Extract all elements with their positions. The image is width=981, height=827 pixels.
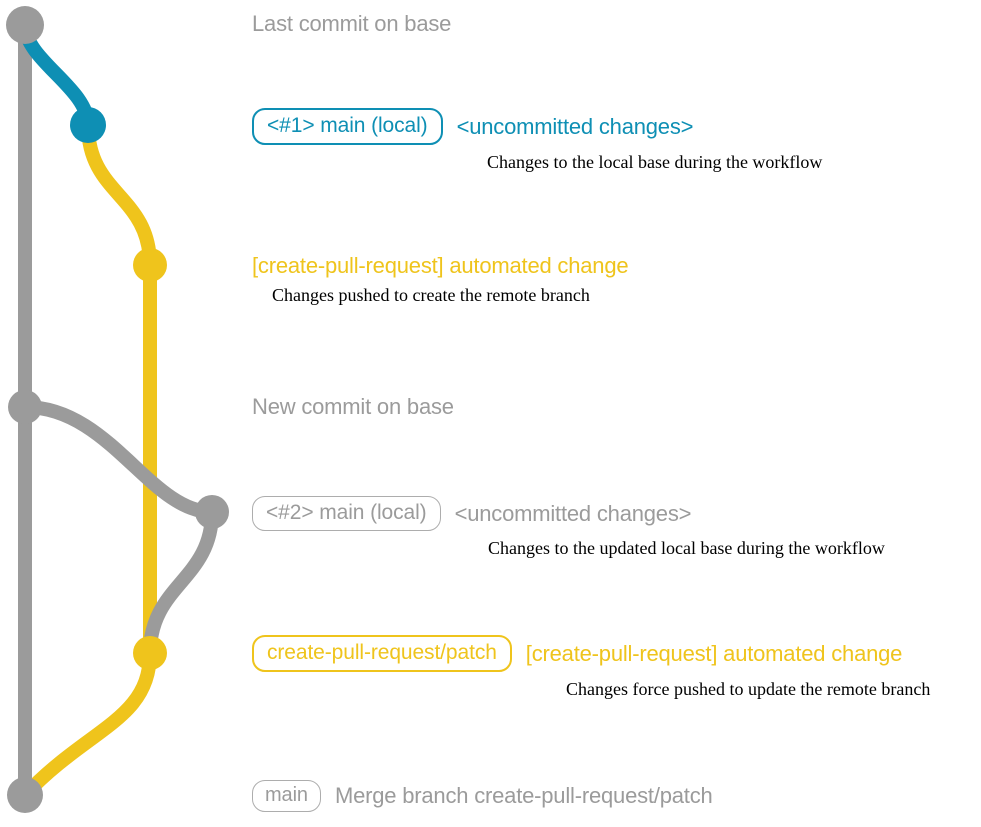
edge-patch2-to-merge — [18, 646, 157, 802]
row-local-1: <#1> main (local) <uncommitted changes> … — [252, 108, 822, 174]
commit-desc-automated-1: Changes pushed to create the remote bran… — [272, 285, 590, 306]
node-automated-change-2[interactable] — [133, 636, 167, 670]
node-automated-change-1[interactable] — [133, 248, 167, 282]
branch-badge-local-2[interactable]: <#2> main (local) — [252, 496, 441, 532]
row-local-2-head: <#2> main (local) <uncommitted changes> — [252, 496, 885, 532]
row-automated-1: [create-pull-request] automated change C… — [252, 253, 629, 307]
node-last-commit-on-base[interactable] — [6, 6, 44, 44]
row-automated-2-head: create-pull-request/patch [create-pull-r… — [252, 635, 930, 673]
node-local-2[interactable] — [195, 495, 229, 529]
commit-title-last-commit: Last commit on base — [252, 11, 452, 36]
row-new-commit-head: New commit on base — [252, 394, 454, 419]
branch-badge-patch[interactable]: create-pull-request/patch — [252, 635, 512, 673]
commit-title-automated-1: [create-pull-request] automated change — [252, 253, 629, 278]
row-last-commit: Last commit on base — [252, 11, 451, 36]
commit-title-local-2: <uncommitted changes> — [454, 500, 692, 526]
edges — [18, 18, 219, 802]
edge-local1-to-patch1 — [81, 118, 157, 272]
row-local-1-head: <#1> main (local) <uncommitted changes> — [252, 108, 822, 146]
commit-nodes — [6, 6, 229, 813]
node-new-commit-on-base[interactable] — [8, 390, 42, 424]
row-new-commit: New commit on base — [252, 394, 454, 419]
row-automated-2: create-pull-request/patch [create-pull-r… — [252, 635, 930, 701]
node-local-1[interactable] — [70, 107, 106, 143]
row-last-commit-head: Last commit on base — [252, 11, 451, 36]
commit-title-new-commit: New commit on base — [252, 394, 454, 419]
row-merge-head: main Merge branch create-pull-request/pa… — [252, 780, 713, 812]
commit-desc-local-2: Changes to the updated local base during… — [488, 538, 885, 559]
row-local-2: <#2> main (local) <uncommitted changes> … — [252, 496, 885, 560]
branch-badge-local-1[interactable]: <#1> main (local) — [252, 108, 443, 146]
commit-title-merge: Merge branch create-pull-request/patch — [334, 783, 713, 809]
commit-title-local-1: <uncommitted changes> — [456, 113, 694, 139]
row-automated-1-head: [create-pull-request] automated change — [252, 253, 629, 278]
branch-badge-main[interactable]: main — [252, 780, 321, 812]
edge-local2-to-patch2 — [143, 505, 219, 660]
node-merge-commit[interactable] — [7, 777, 43, 813]
row-merge: main Merge branch create-pull-request/pa… — [252, 780, 713, 812]
commit-desc-automated-2: Changes force pushed to update the remot… — [566, 679, 931, 700]
edge-base2-to-local2 — [18, 400, 219, 519]
commit-desc-local-1: Changes to the local base during the wor… — [487, 152, 823, 173]
commit-title-automated-2: [create-pull-request] automated change — [525, 640, 903, 666]
